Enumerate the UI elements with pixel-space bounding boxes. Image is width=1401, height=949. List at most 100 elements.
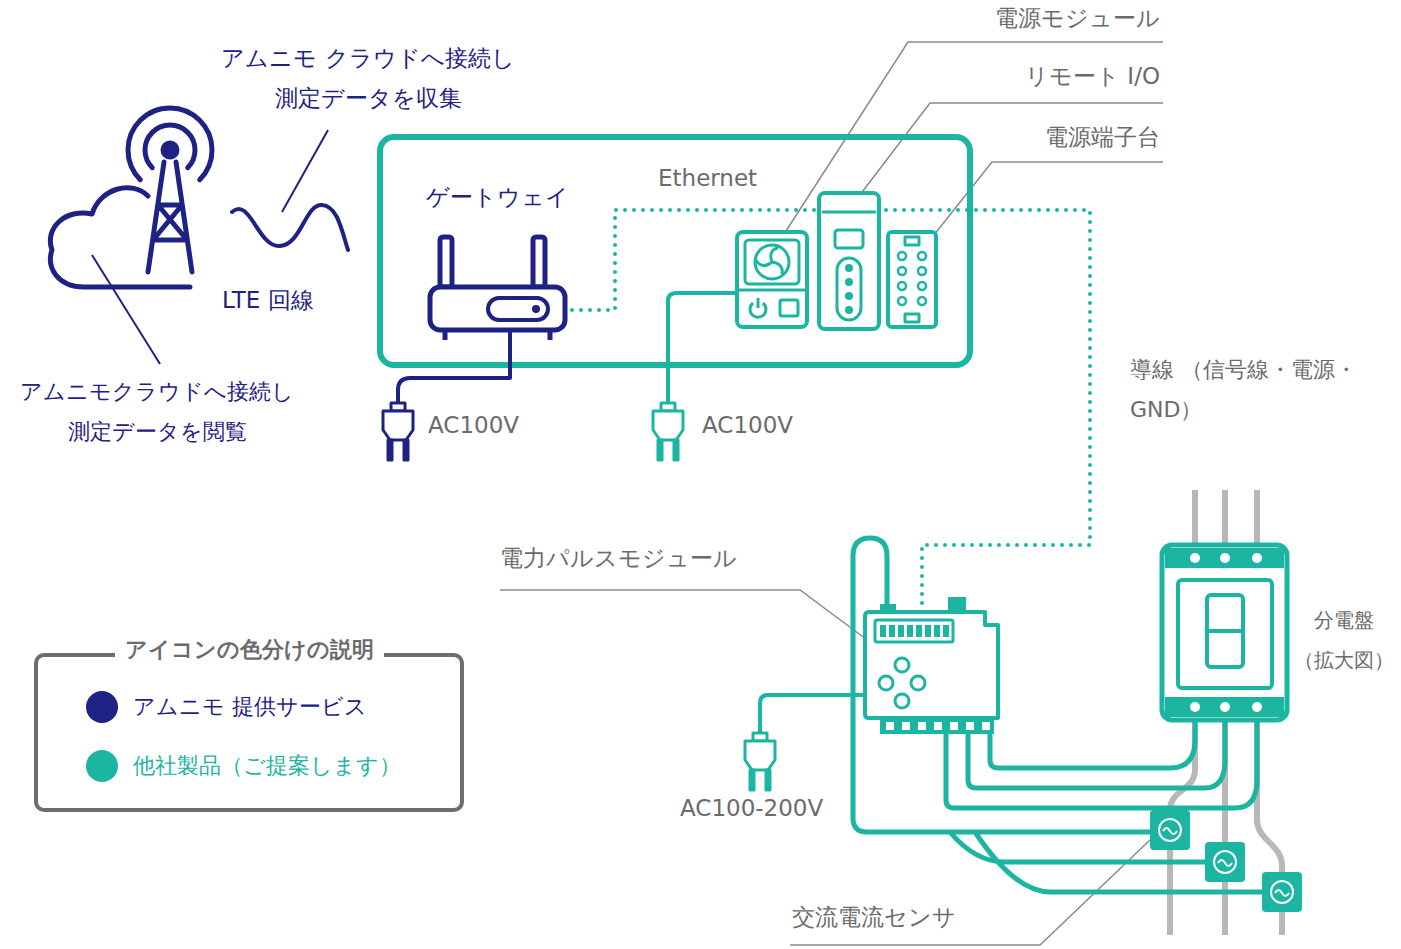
distribution-board-icon xyxy=(1165,548,1284,568)
leader-line xyxy=(856,103,1163,200)
distribution-board-icon xyxy=(1220,702,1230,712)
pulse-module-icon xyxy=(966,722,974,730)
pulse-module-icon xyxy=(934,625,940,637)
terminal-block-icon xyxy=(918,267,926,275)
terminal-block-icon xyxy=(918,297,926,305)
power-module-icon xyxy=(737,289,807,292)
pulse-module-icon xyxy=(918,722,926,730)
plug-icon xyxy=(653,411,683,440)
remote-io-icon xyxy=(845,306,853,314)
distribution-board-icon xyxy=(1190,702,1200,712)
remote-io-icon xyxy=(845,278,853,286)
current-sensor-icon xyxy=(1271,881,1293,903)
label-text: アイコンの色分けの説明 xyxy=(115,636,384,665)
pulse-module-icon xyxy=(895,658,909,672)
cloud-tower-icon xyxy=(163,143,177,157)
terminal-block-icon xyxy=(898,252,926,305)
legend-text: アムニモ 提供サービス xyxy=(133,693,367,722)
current-sensor-icon xyxy=(1218,860,1232,866)
line-wire xyxy=(1195,490,1257,548)
terminal-block-icon xyxy=(918,282,926,290)
legend-text: 他社製品（ご提案します） xyxy=(133,752,401,781)
terminal-block-icon xyxy=(898,282,906,290)
cloud-tower-icon xyxy=(148,162,192,272)
pulse-module-icon xyxy=(895,694,909,708)
current-sensor-icon xyxy=(1150,810,1302,912)
pulse-module-icon xyxy=(950,722,958,730)
gateway-icon xyxy=(430,287,565,330)
label-text: 導線 （信号線・電源・GND） xyxy=(1130,350,1392,430)
enclosure-box xyxy=(380,137,970,365)
cloud-tower-icon xyxy=(145,125,195,168)
pulse-module-icon xyxy=(865,612,998,718)
distribution-board-icon xyxy=(1252,553,1262,563)
terminal-block-icon xyxy=(898,267,906,275)
label-text: AC100-200V xyxy=(680,794,823,824)
legend-swatch xyxy=(86,691,118,723)
current-sensor-icon xyxy=(1275,890,1289,896)
plug-icon xyxy=(388,440,392,460)
pulse-module-icon xyxy=(865,597,998,734)
remote-io-icon xyxy=(845,292,853,300)
device-node: ゲートウェイ xyxy=(420,181,575,215)
gateway-icon xyxy=(398,330,510,403)
terminal-block-icon xyxy=(888,232,936,327)
pulse-module-icon xyxy=(880,625,949,637)
remote-io-icon xyxy=(845,264,853,272)
pulse-module-icon xyxy=(880,625,886,637)
distribution-board-icon xyxy=(1162,545,1287,720)
power-module-icon xyxy=(745,240,799,284)
distribution-board-icon xyxy=(1207,629,1243,633)
label-text: アムニモ クラウドへ接続し 測定データを収集 xyxy=(198,38,538,118)
pulse-module-icon xyxy=(875,620,953,642)
distribution-board-icon xyxy=(1162,545,1287,720)
plug-icon xyxy=(750,770,754,790)
remote-io-icon xyxy=(819,193,879,329)
label-text: 電源端子台 xyxy=(1045,123,1160,153)
current-sensor-icon xyxy=(1159,819,1181,841)
terminal-block-icon xyxy=(898,252,906,260)
remote-io-icon xyxy=(822,211,876,214)
pulse-module-icon xyxy=(898,625,904,637)
plug-icon xyxy=(766,770,770,790)
gateway-icon xyxy=(533,237,545,287)
pulse-module-icon xyxy=(907,625,913,637)
power-module-icon xyxy=(737,232,807,327)
pulse-module-icon xyxy=(879,658,925,708)
terminal-block-icon xyxy=(905,314,919,322)
legend-frame xyxy=(36,655,462,810)
label-text: 交流電流センサ xyxy=(792,903,956,933)
plug-icon xyxy=(383,411,413,440)
label-text: AC100V xyxy=(428,411,519,441)
pulse-module-icon xyxy=(879,676,893,690)
plug-icon xyxy=(653,403,775,790)
pulse-module-icon xyxy=(886,722,990,730)
gateway-icon xyxy=(445,330,550,340)
legend-frame xyxy=(36,655,462,810)
remote-io-icon xyxy=(819,193,879,329)
leader-line xyxy=(92,130,328,364)
power-module-icon xyxy=(755,245,789,279)
sensor-cable xyxy=(968,718,1225,788)
distribution-board-icon xyxy=(1220,553,1230,563)
pulse-module-icon xyxy=(889,625,895,637)
label-text: 電力パルスモジュール xyxy=(500,544,737,574)
power-cable xyxy=(668,293,865,733)
leader-line xyxy=(282,130,328,212)
terminal-block-icon xyxy=(905,237,919,245)
power-module-icon xyxy=(737,232,807,327)
pulse-module-icon xyxy=(886,722,894,730)
node-heading: ゲートウェイ xyxy=(426,183,569,213)
legend-swatch xyxy=(86,750,118,782)
pulse-module-icon xyxy=(982,722,990,730)
terminal-block-icon xyxy=(918,252,926,260)
plug-icon xyxy=(383,403,413,460)
plug-icon xyxy=(674,440,678,460)
current-sensor-icon xyxy=(1214,851,1236,873)
power-module-icon xyxy=(756,248,782,274)
pulse-module-icon xyxy=(902,722,910,730)
pulse-module-icon xyxy=(943,625,949,637)
pulse-module-icon xyxy=(880,718,994,734)
pulse-module-icon xyxy=(925,625,931,637)
distribution-board-icon xyxy=(1165,697,1284,717)
